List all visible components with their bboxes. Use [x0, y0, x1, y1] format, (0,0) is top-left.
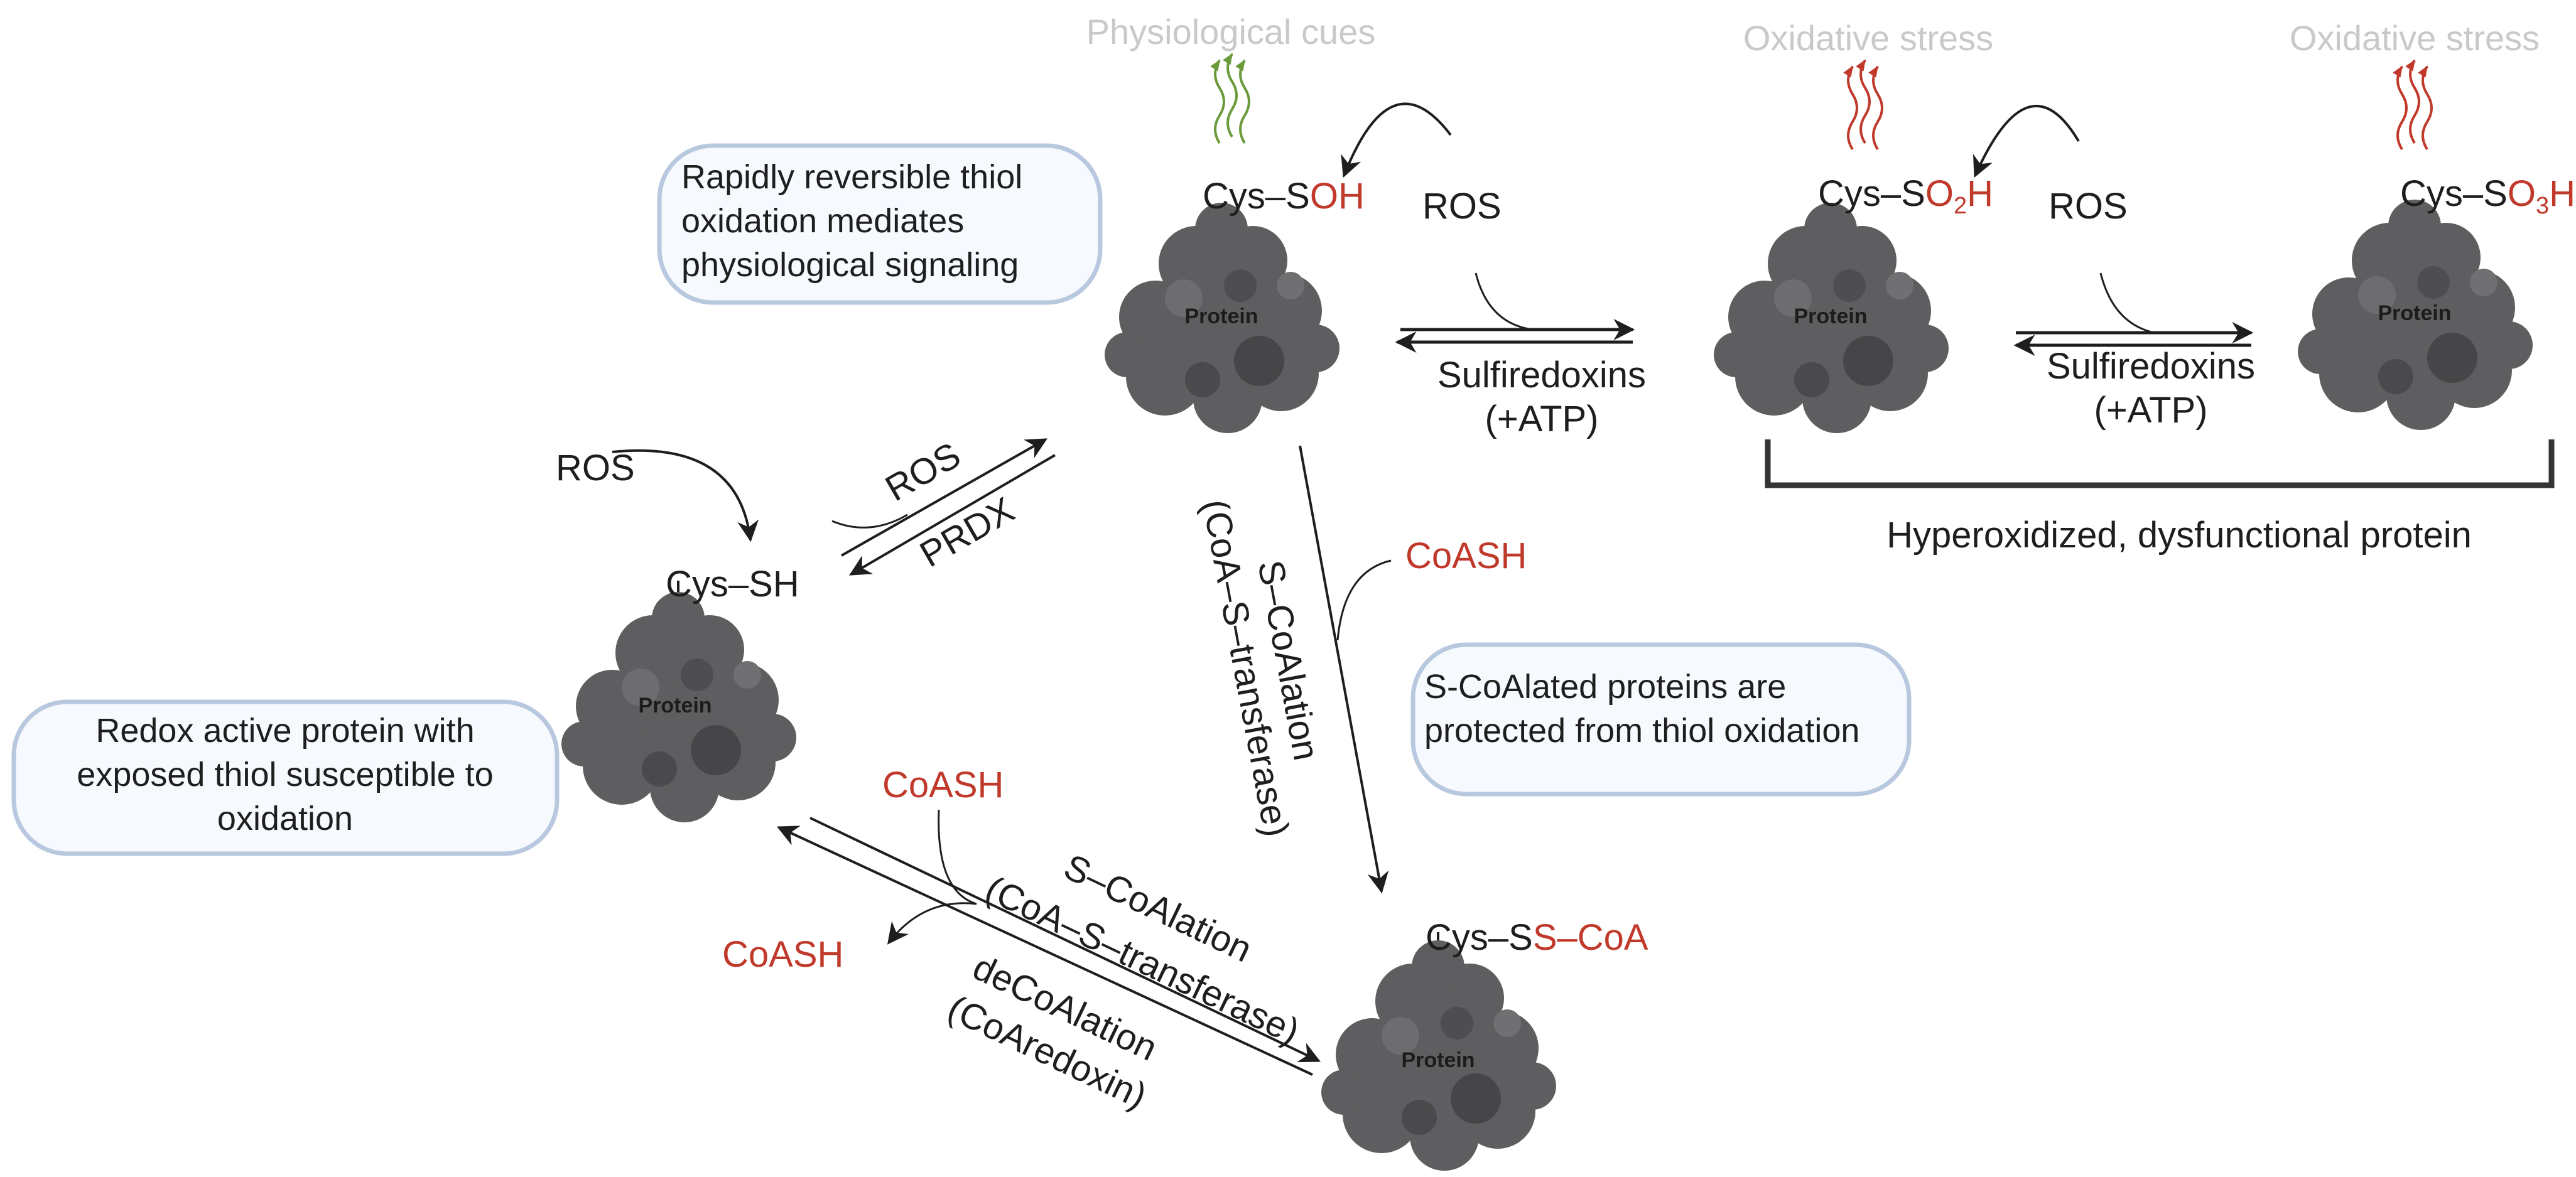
- protein-scoa: Protein: [1321, 932, 1556, 1171]
- atp-label-1: (+ATP): [1485, 399, 1599, 439]
- protein-so3h-label: Protein: [2378, 301, 2451, 325]
- soh-to-scoa-arrow: [1299, 445, 1389, 894]
- ros-soh-label: ROS: [1422, 186, 1502, 227]
- physiological-cues-label: Physiological cues: [1086, 12, 1376, 51]
- protein-so2h-label: Protein: [1794, 304, 1867, 328]
- oxidative-stress-label-1: Oxidative stress: [1743, 18, 1993, 58]
- callout-protected-line2: protected from thiol oxidation: [1424, 712, 1859, 750]
- protein-soh-label: Protein: [1184, 304, 1258, 328]
- oxidative-stress-label-2: Oxidative stress: [2290, 18, 2540, 58]
- atp-label-2: (+ATP): [2094, 390, 2208, 431]
- scoa-to-sh-arrow: [776, 825, 1313, 1076]
- ros-so2h-curve: [2099, 272, 2155, 334]
- ros-to-so2h-arrow: [1973, 105, 2080, 178]
- ros-sh-label: ROS: [556, 448, 635, 488]
- ros-so2h-label: ROS: [2048, 186, 2128, 227]
- cys-so2h-sub: 2: [1954, 193, 1967, 219]
- coash-vertical-curve: [1336, 559, 1392, 641]
- cys-so2h-base: Cys–S: [1818, 173, 1925, 214]
- cys-scoa-base: Cys–S: [1426, 917, 1533, 958]
- cys-so2h-o: O: [1925, 173, 1954, 214]
- coash-out-curve: [887, 902, 977, 945]
- cys-soh-label: Cys–SOH: [1203, 176, 1365, 217]
- protein-scoa-label: Protein: [1401, 1048, 1475, 1072]
- cys-so3h-h: H: [2549, 173, 2575, 214]
- protein-sh-label: Protein: [638, 694, 712, 717]
- callout-protected-line1: S-CoAlated proteins are: [1424, 668, 1786, 706]
- sh-to-scoa-arrow: [809, 817, 1321, 1063]
- protein-so2h: Protein: [1714, 203, 1949, 433]
- cys-so2h-h: H: [1967, 173, 1993, 214]
- callout-redox-line1: Redox active protein with: [95, 712, 474, 750]
- protein-soh: Protein: [1105, 203, 1339, 433]
- physiological-cue-waves: [1210, 53, 1250, 144]
- callout-reversible-line2: oxidation mediates: [681, 202, 964, 240]
- coash-diag-out-label: CoASH: [722, 934, 843, 975]
- protein-so3h: Protein: [2298, 200, 2533, 430]
- oxidative-stress-waves-1: [1843, 59, 1883, 151]
- sulfiredoxins-label-1: Sulfiredoxins: [1437, 355, 1646, 395]
- ros-forward-arrow: [841, 438, 1047, 557]
- cys-soh-base: Cys–S: [1203, 176, 1310, 217]
- prdx-reverse-arrow: [849, 454, 1056, 576]
- sulfiredoxins-label-2: Sulfiredoxins: [2047, 346, 2255, 387]
- prdx-label: PRDX: [913, 489, 1021, 575]
- hyperoxidized-label: Hyperoxidized, dysfunctional protein: [1886, 515, 2472, 556]
- oxidative-stress-waves-2: [2393, 59, 2433, 151]
- callout-redox-active: Redox active protein with exposed thiol …: [11, 699, 560, 856]
- ros-to-soh-arrow: [1341, 102, 1452, 178]
- cys-scoa-group: S–CoA: [1533, 917, 1648, 958]
- callout-reversible: Rapidly reversible thiol oxidation media…: [657, 143, 1103, 305]
- cys-so2h-label: Cys–SO2H: [1818, 173, 1993, 219]
- callout-redox-line3: oxidation: [217, 800, 353, 837]
- cys-so3h-base: Cys–S: [2400, 173, 2508, 214]
- ros-forward-curve: [831, 513, 908, 529]
- coash-diag-in-label: CoASH: [882, 765, 1004, 805]
- cys-scoa-label: Cys–SS–CoA: [1426, 917, 1648, 958]
- ros-forward-label: ROS: [879, 434, 967, 509]
- callout-reversible-line1: Rapidly reversible thiol: [681, 158, 1022, 196]
- callout-redox-line2: exposed thiol susceptible to: [77, 756, 493, 793]
- cys-so3h-o: O: [2508, 173, 2536, 214]
- hyperoxidized-bracket: [1765, 439, 2555, 488]
- coash-vertical-label: CoASH: [1405, 535, 1527, 576]
- cys-so3h-sub: 3: [2536, 193, 2549, 219]
- callout-reversible-line3: physiological signaling: [681, 246, 1019, 284]
- ros-soh-curve: [1475, 272, 1533, 331]
- cys-soh-group: OH: [1310, 176, 1365, 217]
- protein-sh: Protein: [561, 581, 796, 822]
- ros-to-sh-arrow: [612, 449, 759, 542]
- coash-in-curve: [938, 809, 977, 905]
- callout-protected: S-CoAlated proteins are protected from t…: [1410, 642, 1912, 797]
- cys-so3h-label: Cys–SO3H: [2400, 173, 2575, 219]
- cys-sh-label: Cys–SH: [666, 564, 799, 605]
